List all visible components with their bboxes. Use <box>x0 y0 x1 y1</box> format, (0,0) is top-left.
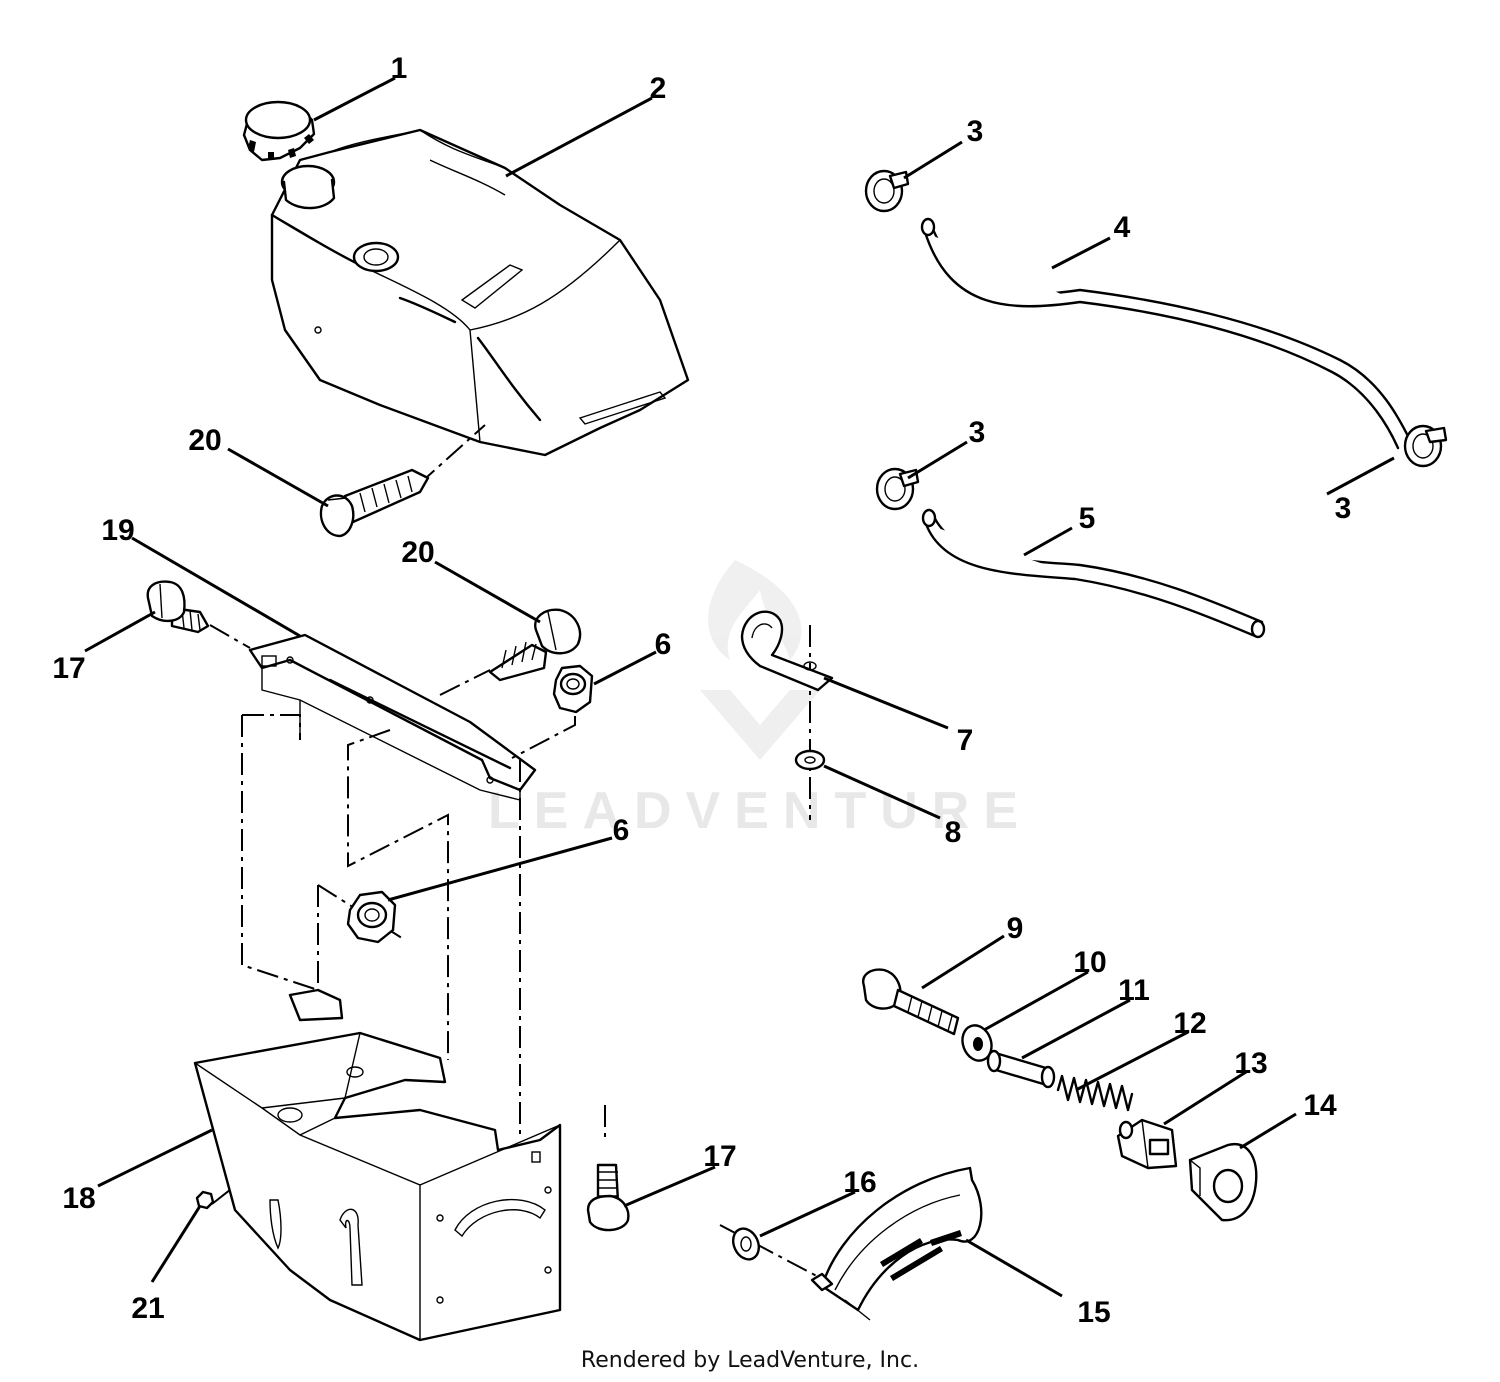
fuel-hose-long <box>920 217 1412 450</box>
callout-17b: 17 <box>703 1140 736 1173</box>
callout-19: 19 <box>101 514 134 547</box>
nut-small <box>195 1190 215 1210</box>
hex-nut-upper <box>511 664 594 759</box>
callout-16: 16 <box>843 1166 876 1199</box>
callout-3c: 3 <box>1335 492 1352 525</box>
watermark-text: LEADVENTURE <box>488 782 1032 840</box>
washer <box>794 749 826 771</box>
leader-lines <box>84 76 1395 1298</box>
callout-4: 4 <box>1114 211 1131 244</box>
dash-panel <box>193 988 562 1342</box>
callout-14: 14 <box>1303 1089 1337 1122</box>
shoulder-bolt-upper <box>146 580 251 649</box>
callout-12: 12 <box>1173 1007 1206 1040</box>
watermark: LEADVENTURE <box>488 560 1032 840</box>
callout-13: 13 <box>1234 1047 1267 1080</box>
callout-21: 21 <box>131 1292 164 1325</box>
spacer <box>986 1049 1056 1089</box>
fuel-hose-short <box>921 508 1266 639</box>
callout-3a: 3 <box>967 115 984 148</box>
callout-7: 7 <box>957 724 974 757</box>
callout-6a: 6 <box>655 628 672 661</box>
hose-clamp-top <box>864 169 910 213</box>
flat-washer <box>961 1024 993 1062</box>
callout-20b: 20 <box>401 536 434 569</box>
callout-9: 9 <box>1007 912 1024 945</box>
callout-20a: 20 <box>188 424 221 457</box>
callout-5: 5 <box>1079 502 1096 535</box>
fuel-cap <box>242 100 316 162</box>
callout-3b: 3 <box>969 416 986 449</box>
callout-numbers: 1 2 3 4 3 5 3 20 19 20 17 6 7 8 6 9 10 1… <box>52 52 1351 1329</box>
cam <box>1188 1142 1258 1222</box>
push-nut <box>731 1227 761 1261</box>
callout-8: 8 <box>945 816 962 849</box>
hex-nut-lower <box>346 890 397 944</box>
lever-block <box>1116 1118 1178 1170</box>
footer-credit: Rendered by LeadVenture, Inc. <box>580 1348 920 1373</box>
callout-15: 15 <box>1077 1296 1110 1329</box>
hex-bolt <box>862 968 960 1036</box>
callout-6b: 6 <box>613 814 630 847</box>
callout-17a: 17 <box>52 652 85 685</box>
hose-clip <box>740 610 834 692</box>
tank-bracket <box>248 633 537 801</box>
callout-18: 18 <box>62 1182 95 1215</box>
callout-11: 11 <box>1118 974 1150 1007</box>
screw-upper <box>319 424 486 538</box>
callout-1: 1 <box>391 52 408 85</box>
assembly-lines <box>211 625 831 1284</box>
shoulder-bolt-lower <box>586 1163 630 1232</box>
screw-middle <box>439 608 582 696</box>
spring <box>1056 1074 1134 1112</box>
callout-10: 10 <box>1073 946 1106 979</box>
hose-clamp-right <box>1403 424 1448 468</box>
callout-2: 2 <box>650 72 667 105</box>
fuel-tank <box>270 128 690 457</box>
throttle-plate <box>810 1166 983 1321</box>
